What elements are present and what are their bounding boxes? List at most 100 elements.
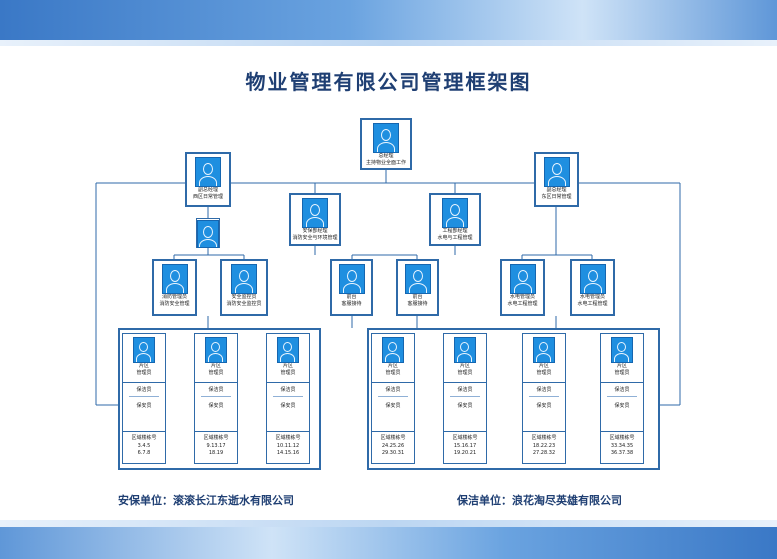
node-title: 副总经理	[546, 187, 567, 193]
area-label: 片区	[138, 363, 149, 369]
node-duty: 水电与工程管理	[437, 235, 473, 241]
node-duty: 西区日常管理	[192, 194, 223, 200]
node-duty: 主持物业全面工作	[365, 160, 406, 166]
area-label: 片区	[387, 363, 398, 369]
node-title: 水电管理员	[579, 294, 605, 300]
staff-section: 保洁员保安员	[372, 382, 414, 431]
building-numbers-2: 6.7.8	[137, 450, 151, 456]
cleaner-label: 保洁员	[280, 387, 296, 393]
building-numbers-2: 27.28.32	[532, 450, 556, 456]
cleaning-company-caption: 保洁单位：浪花淘尽英雄有限公司	[457, 494, 622, 507]
building-numbers-2: 29.30.31	[381, 450, 405, 456]
deputy-east-node: 副总经理 东区日常管理	[534, 152, 579, 207]
cleaner-label: 保洁员	[208, 387, 224, 393]
chart-title: 物业管理有限公司管理框架图	[245, 70, 532, 94]
node-duty: 消防安全监控员	[226, 301, 262, 307]
utility-officer-node-1: 水电管理员 水电工程管理	[500, 259, 545, 316]
person-silhouette-icon	[231, 264, 257, 294]
engineering-manager-node: 工程部经理 水电与工程管理	[429, 193, 481, 246]
security-company-caption: 安保单位：滚滚长江东逝水有限公司	[118, 494, 294, 507]
guard-label: 保安员	[536, 403, 552, 409]
staff-section: 保洁员保安员	[601, 382, 643, 431]
guard-label: 保安员	[614, 403, 630, 409]
deputy-west-node: 副总经理 西区日常管理	[185, 152, 231, 207]
staff-section: 保洁员保安员	[267, 382, 309, 431]
node-title: 水电管理员	[509, 294, 535, 300]
staff-section: 保洁员保安员	[523, 382, 565, 431]
node-title: 前台	[412, 294, 423, 300]
node-title: 总经理	[378, 153, 394, 159]
building-label: 区域楼栋号	[203, 435, 229, 441]
person-silhouette-icon	[611, 337, 633, 363]
building-numbers-1: 3.4.5	[137, 443, 151, 449]
building-numbers-1: 15.16.17	[453, 443, 477, 449]
building-numbers-1: 33.34.35	[610, 443, 634, 449]
bottom-decorative-band	[0, 527, 777, 559]
building-numbers-1: 18.22.23	[532, 443, 556, 449]
building-numbers-1: 24.25.26	[381, 443, 405, 449]
building-numbers-2: 36.37.38	[610, 450, 634, 456]
front-desk-node-2: 前台 客服接待	[396, 259, 439, 316]
area-label: 片区	[459, 363, 470, 369]
manager-label: 管理员	[208, 370, 224, 376]
cleaner-label: 保洁员	[536, 387, 552, 393]
guard-label: 保安员	[208, 403, 224, 409]
person-silhouette-icon	[533, 337, 555, 363]
staff-section: 保洁员保安员	[195, 382, 237, 431]
assistant-photo-node	[196, 218, 220, 248]
cleaner-label: 保洁员	[385, 387, 401, 393]
building-label: 区域楼栋号	[131, 435, 157, 441]
manager-label: 管理员	[385, 370, 401, 376]
guard-label: 保安员	[136, 403, 152, 409]
manager-label: 管理员	[614, 370, 630, 376]
node-duty: 客服接待	[341, 301, 362, 307]
node-title: 工程部经理	[442, 228, 468, 234]
person-silhouette-icon	[133, 337, 155, 363]
person-silhouette-icon	[197, 220, 219, 248]
person-silhouette-icon	[454, 337, 476, 363]
node-duty: 客服接待	[407, 301, 428, 307]
top-decorative-band	[0, 0, 777, 40]
node-title: 消防管理员	[161, 294, 187, 300]
safety-monitor-node: 安全监控员 消防安全监控员	[220, 259, 268, 316]
utility-officer-node-2: 水电管理员 水电工程管理	[570, 259, 615, 316]
person-silhouette-icon	[338, 264, 365, 294]
person-silhouette-icon	[277, 337, 299, 363]
person-silhouette-icon	[382, 337, 404, 363]
manager-label: 管理员	[536, 370, 552, 376]
person-silhouette-icon	[195, 157, 221, 187]
front-desk-node-1: 前台 客服接待	[330, 259, 373, 316]
node-duty: 东区日常管理	[541, 194, 572, 200]
person-silhouette-icon	[205, 337, 227, 363]
general-manager-node: 总经理 主持物业全面工作	[360, 118, 412, 170]
node-duty: 消防安全管理	[159, 301, 190, 307]
node-duty: 水电工程管理	[577, 301, 608, 307]
person-silhouette-icon	[373, 123, 399, 153]
manager-label: 管理员	[136, 370, 152, 376]
person-silhouette-icon	[161, 264, 188, 294]
manager-label: 管理员	[280, 370, 296, 376]
building-label: 区域楼栋号	[531, 435, 557, 441]
person-silhouette-icon	[404, 264, 431, 294]
node-duty: 水电工程管理	[507, 301, 538, 307]
person-silhouette-icon	[442, 198, 468, 228]
cleaner-label: 保洁员	[614, 387, 630, 393]
node-duty: 消防安全与环境管理	[292, 235, 338, 241]
person-silhouette-icon	[302, 198, 328, 228]
staff-section: 保洁员保安员	[123, 382, 165, 431]
building-label: 区域楼栋号	[452, 435, 478, 441]
person-silhouette-icon	[579, 264, 606, 294]
building-numbers-2: 14.15.16	[276, 450, 300, 456]
security-manager-node: 安保部经理 消防安全与环境管理	[289, 193, 341, 246]
building-numbers-2: 18.19	[208, 450, 224, 456]
